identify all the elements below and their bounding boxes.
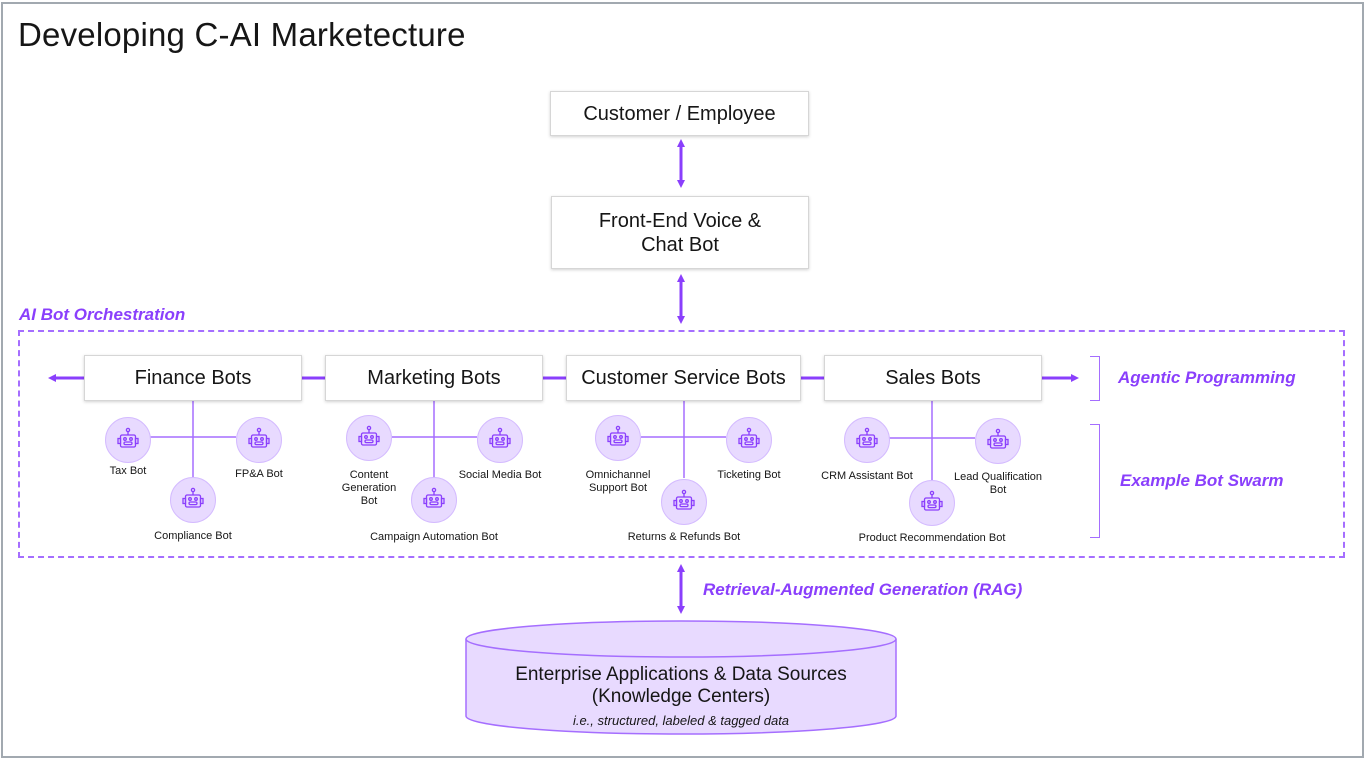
bot-label: Returns & Refunds Bot [604,531,764,544]
robot-icon [170,477,216,523]
bot-label-line: Lead Qualification [953,471,1043,483]
customer-employee-node: Customer / Employee [550,91,809,136]
bot-label: Tax Bot [48,465,208,478]
bot-label-line: Bot [360,495,378,507]
bot-label-line: Product Recommendation Bot [858,532,1006,544]
bot-label-line: Returns & Refunds Bot [627,531,741,543]
frontend-bot-node: Front-End Voice & Chat Bot [551,196,809,269]
bot-label-line: Generation [341,482,397,494]
agentic-bracket [1090,356,1100,401]
data-store-title: Enterprise Applications & Data Sources (… [466,664,896,708]
bot-label: CRM Assistant Bot [787,470,947,483]
bot-label-line: CRM Assistant Bot [821,470,913,482]
data-store-line2: (Knowledge Centers) [591,686,771,707]
bot-label-line: Compliance Bot [154,530,232,542]
bot-label-line: Support Bot [588,482,648,494]
group-sales-bots: Sales Bots [824,355,1042,401]
robot-icon [346,415,392,461]
bot-swarm-label: Example Bot Swarm [1120,471,1284,490]
robot-icon [595,415,641,461]
frontend-bot-label-line2: Chat Bot [641,233,719,256]
bot-label-line: FP&A Bot [235,468,283,480]
group-finance-bots: Finance Bots [84,355,302,401]
bot-label-line: Social Media Bot [458,469,542,481]
robot-icon [909,480,955,526]
bot-label: Ticketing Bot [669,469,829,482]
bot-label-line: Ticketing Bot [717,469,781,481]
robot-icon [236,417,282,463]
bot-label-line: Campaign Automation Bot [370,531,498,543]
robot-icon [661,479,707,525]
robot-icon [844,417,890,463]
data-store-caption: i.e., structured, labeled & tagged data [572,713,790,728]
robot-icon [411,477,457,523]
bot-label: Product Recommendation Bot [852,532,1012,545]
bot-label: Social Media Bot [420,469,580,482]
robot-icon [726,417,772,463]
bot-label-line: Bot [989,484,1007,496]
orchestration-label: AI Bot Orchestration [19,305,186,324]
bot-label: Campaign Automation Bot [354,531,514,544]
group-marketing-bots: Marketing Bots [325,355,543,401]
robot-icon [477,417,523,463]
swarm-bracket [1090,424,1100,538]
orchestration-container [18,330,1345,558]
bot-label-line: Content [349,469,389,481]
agentic-programming-label: Agentic Programming [1118,368,1296,387]
group-label: Finance Bots [134,367,252,389]
bot-label: Compliance Bot [113,530,273,543]
robot-icon [975,418,1021,464]
rag-label: Retrieval-Augmented Generation (RAG) [703,580,1023,599]
group-label: Sales Bots [885,367,981,389]
bot-label-line: Omnichannel [585,469,651,481]
frontend-bot-label-line1: Front-End Voice & [598,209,762,232]
customer-employee-label: Customer / Employee [583,102,776,125]
group-label: Customer Service Bots [581,367,786,389]
bot-label-line: Tax Bot [109,465,147,477]
group-label: Marketing Bots [367,367,501,389]
group-customer-service-bots: Customer Service Bots [566,355,801,401]
bot-label: FP&A Bot [179,468,339,481]
data-store-line1: Enterprise Applications & Data Sources [515,664,847,685]
robot-icon [105,417,151,463]
page-title: Developing C-AI Marketecture [18,16,466,53]
